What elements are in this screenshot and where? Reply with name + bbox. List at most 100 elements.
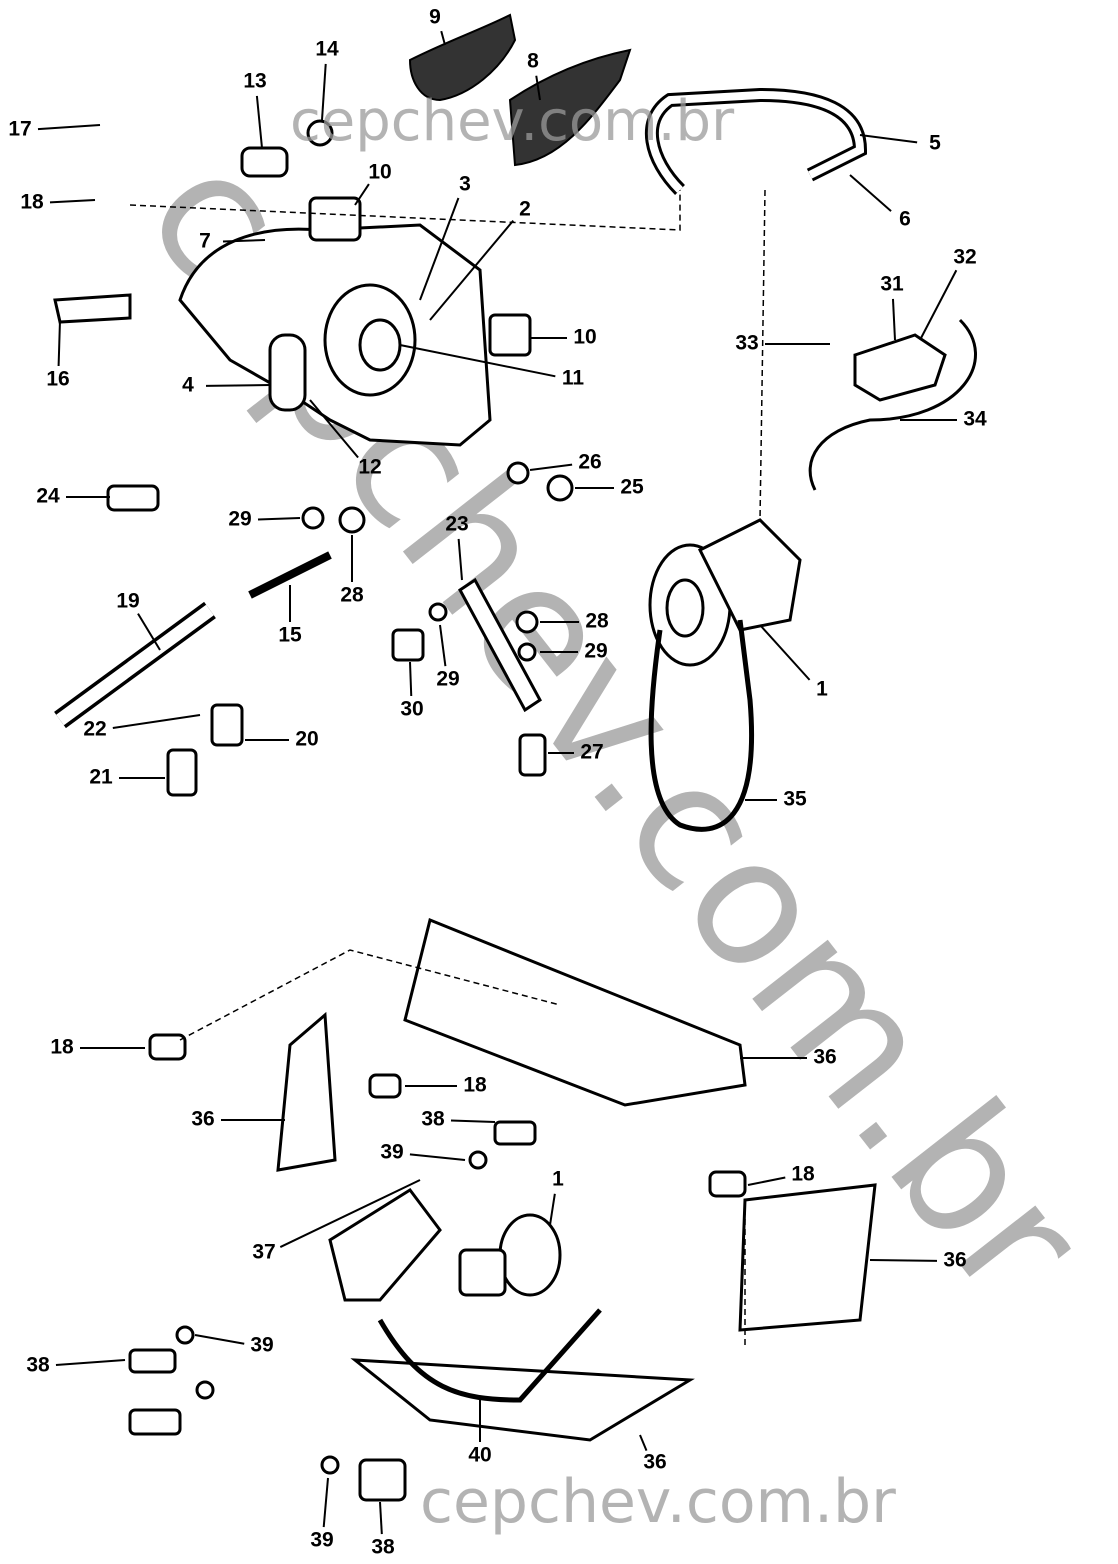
callout-number: 19 (116, 590, 139, 613)
callout-13: 13 (243, 70, 267, 149)
leader-line (37, 124, 101, 131)
leader-line (419, 197, 460, 301)
leader-line (322, 1477, 329, 1528)
callout-number: 1 (552, 1168, 564, 1191)
callout-24: 24 (36, 485, 110, 508)
callout-29: 29 (436, 624, 460, 691)
callout-36: 36 (869, 1249, 967, 1272)
callout-number: 26 (578, 451, 601, 474)
leader-line (255, 95, 263, 149)
callout-14: 14 (315, 38, 339, 121)
callout-30: 30 (400, 661, 424, 721)
callout-38: 38 (371, 1501, 395, 1559)
callout-32: 32 (919, 246, 977, 341)
callout-19: 19 (116, 590, 161, 651)
callout-number: 21 (89, 766, 113, 789)
callout-18: 18 (50, 1036, 145, 1059)
callout-number: 10 (573, 326, 596, 349)
callout-number: 1 (816, 678, 828, 701)
leader-line (429, 219, 515, 321)
callout-number: 12 (358, 456, 381, 479)
leader-line (457, 538, 463, 581)
callout-36: 36 (740, 1046, 837, 1069)
callout-number: 38 (371, 1536, 395, 1559)
leader-line (222, 239, 266, 243)
callout-39: 39 (194, 1334, 274, 1357)
callout-number: 10 (368, 161, 391, 184)
leader-line (639, 1434, 648, 1452)
callout-33: 33 (735, 332, 830, 355)
callout-11: 11 (399, 344, 584, 390)
callout-number: 39 (310, 1529, 333, 1552)
callout-39: 39 (310, 1477, 334, 1552)
leader-line (194, 1334, 245, 1345)
callout-number: 29 (436, 668, 459, 691)
callout-number: 30 (400, 698, 423, 721)
leader-line (747, 1176, 786, 1186)
callout-number: 20 (295, 728, 318, 751)
callout-number: 37 (252, 1241, 275, 1264)
callout-number: 15 (278, 624, 302, 647)
callout-number: 7 (199, 230, 211, 253)
callout-number: 38 (26, 1354, 50, 1377)
callout-number: 6 (899, 208, 911, 231)
callout-8: 8 (527, 50, 541, 101)
leader-line (450, 1119, 496, 1123)
callout-18: 18 (747, 1163, 815, 1186)
callout-29: 29 (540, 640, 608, 663)
callout-35: 35 (745, 788, 807, 811)
callout-3: 3 (419, 173, 471, 301)
callout-number: 29 (228, 508, 251, 531)
leader-line (379, 1501, 383, 1535)
callout-6: 6 (849, 174, 911, 231)
callout-number: 29 (584, 640, 607, 663)
callout-number: 3 (459, 173, 471, 196)
watermark-top: cepchev.com.br (290, 89, 735, 154)
callout-number: 27 (580, 741, 603, 764)
callout-15: 15 (278, 585, 302, 647)
leader-line (529, 463, 573, 471)
callout-number: 5 (929, 132, 941, 155)
callout-number: 24 (36, 485, 60, 508)
callout-7: 7 (199, 230, 266, 253)
small-hardware (106, 119, 574, 797)
callout-37: 37 (252, 1179, 421, 1264)
callout-number: 9 (429, 6, 441, 29)
callout-number: 14 (315, 38, 339, 61)
watermark-bottom: cepchev.com.br (420, 1467, 896, 1537)
callout-21: 21 (89, 766, 165, 789)
leader-line (440, 30, 446, 46)
callout-number: 36 (813, 1046, 836, 1069)
callout-number: 2 (519, 198, 531, 221)
leader-line (891, 298, 896, 341)
callout-number: 39 (380, 1141, 403, 1164)
callout-number: 33 (735, 332, 758, 355)
hoses (54, 87, 868, 729)
callout-number: 25 (620, 476, 644, 499)
callout-4: 4 (182, 374, 271, 397)
callout-number: 40 (468, 1444, 491, 1467)
leader-line (205, 384, 271, 387)
leader-line (354, 183, 370, 206)
callout-28: 28 (540, 610, 609, 633)
leader-line (57, 319, 61, 367)
leader-line (137, 613, 161, 651)
callout-38: 38 (421, 1108, 496, 1131)
leader-line (279, 1179, 421, 1248)
heater-box-assembly (53, 196, 532, 447)
callout-number: 34 (963, 408, 987, 431)
leader-line (549, 1193, 556, 1226)
callout-number: 28 (340, 584, 364, 607)
leader-line (849, 174, 892, 212)
callout-number: 36 (191, 1108, 214, 1131)
callout-34: 34 (900, 408, 987, 431)
callout-39: 39 (380, 1141, 466, 1164)
callout-number: 39 (250, 1334, 273, 1357)
callout-number: 36 (643, 1451, 666, 1474)
callout-number: 18 (20, 191, 44, 214)
leader-line (409, 661, 413, 697)
leader-line (759, 624, 811, 681)
callout-number: 4 (182, 374, 194, 397)
